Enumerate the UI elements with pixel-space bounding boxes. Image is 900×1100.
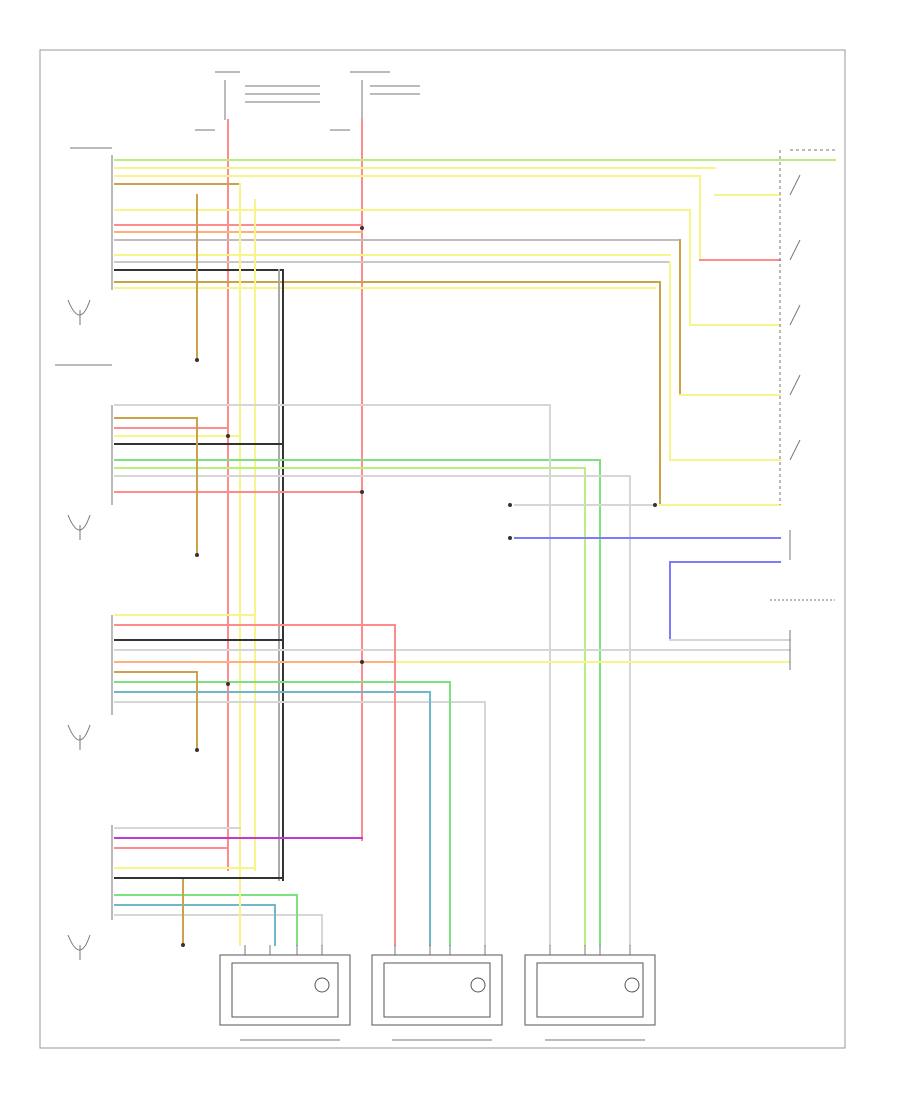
diagram-frame xyxy=(39,49,846,1049)
driver-window-switch-assembly xyxy=(659,149,835,506)
seat-memory-switch xyxy=(770,599,835,670)
fuse-block-1 xyxy=(195,71,320,131)
central-locking-switch xyxy=(514,504,791,641)
left-rear-door-control-module xyxy=(67,405,113,540)
passenger-window-switch xyxy=(371,945,503,1041)
splice-points xyxy=(181,226,657,947)
right-rear-door-control-module xyxy=(67,825,113,960)
left-rear-window-switch xyxy=(524,945,656,1041)
fuse-block-2 xyxy=(330,71,420,131)
right-rear-window-switch xyxy=(219,945,351,1041)
passenger-door-control-module xyxy=(67,615,113,750)
drivers-door-control-module xyxy=(55,147,113,366)
